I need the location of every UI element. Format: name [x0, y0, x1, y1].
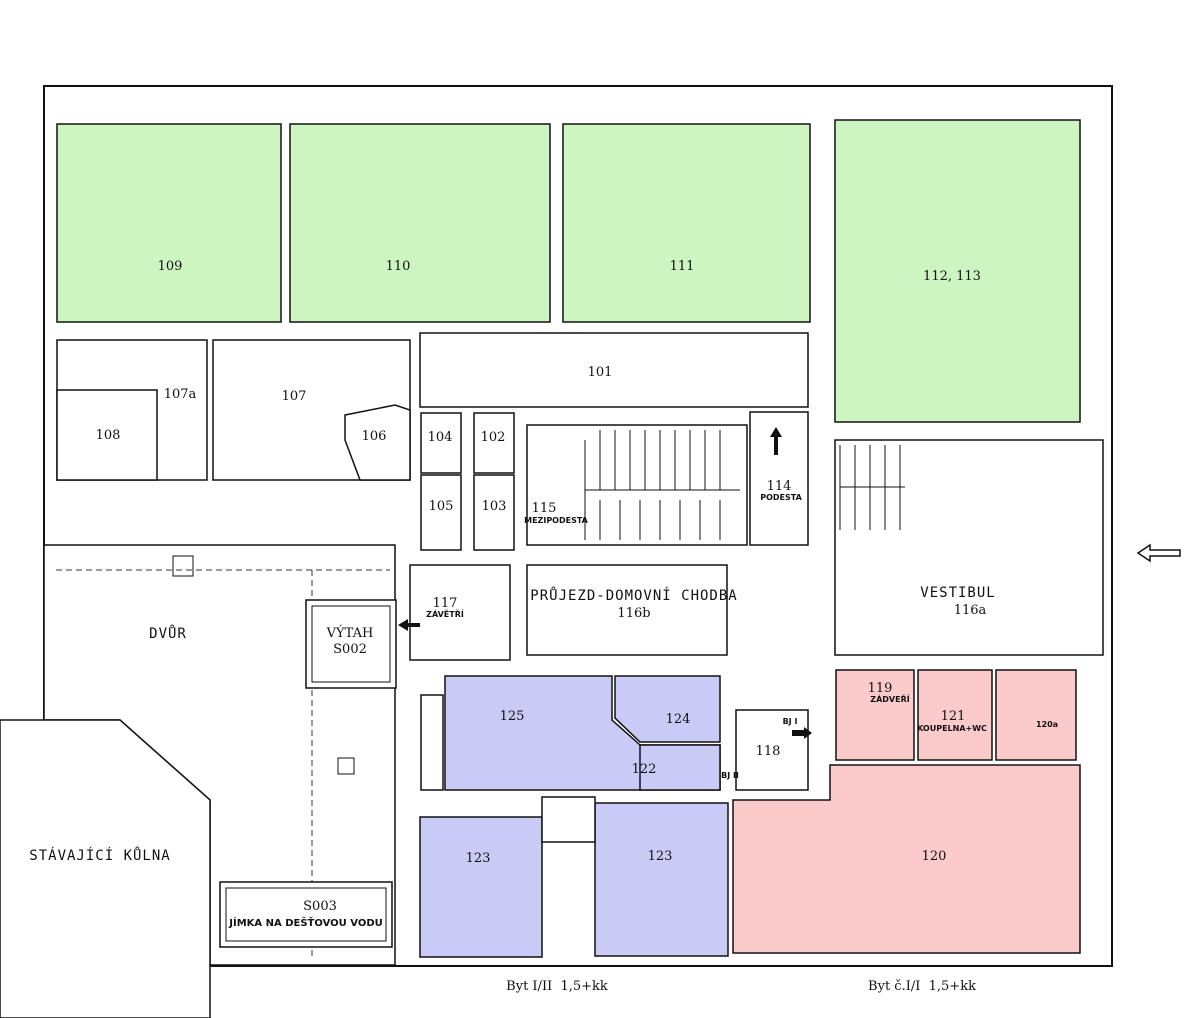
label-vestibul: VESTIBUL	[920, 585, 995, 601]
room-110[interactable]	[289, 123, 551, 323]
label-101: 101	[588, 365, 613, 380]
cistern-marker	[172, 555, 194, 577]
shaft-marker	[337, 757, 355, 775]
kitchen-unit-left	[420, 694, 444, 791]
elevator-shaft[interactable]	[305, 599, 397, 689]
footer-byt-right: Byt č.I/I 1,5+kk	[868, 979, 976, 994]
label-119: 119	[868, 681, 893, 696]
room-112-113[interactable]	[834, 119, 1081, 423]
label-122: 122	[632, 762, 657, 777]
vestibule-stairs	[839, 445, 905, 530]
label-kulna: STÁVAJÍCÍ KŮLNA	[29, 846, 170, 864]
room-122[interactable]	[639, 744, 721, 791]
label-106: 106	[362, 429, 387, 444]
arrow-right-icon-bj1	[792, 727, 812, 739]
label-bj2: BJ II	[721, 771, 739, 780]
cistern-s003[interactable]	[219, 881, 393, 948]
label-121: 121	[941, 709, 966, 724]
label-110: 110	[386, 259, 411, 274]
label-107a: 107a	[164, 387, 197, 402]
label-114-sub: PODESTA	[760, 493, 802, 502]
label-119-sub: ZÁDVEŘÍ	[870, 693, 909, 704]
label-125: 125	[500, 709, 525, 724]
arrow-up-icon	[770, 427, 782, 455]
label-103: 103	[482, 499, 507, 514]
label-114: 114	[767, 479, 792, 494]
room-108[interactable]	[56, 389, 158, 481]
label-120: 120	[922, 849, 947, 864]
room-123-right[interactable]	[594, 802, 729, 957]
label-120a: 120a	[1036, 720, 1058, 729]
label-124: 124	[666, 712, 691, 727]
label-109: 109	[158, 259, 183, 274]
label-bj1: BJ I	[783, 717, 798, 726]
label-102: 102	[481, 430, 506, 445]
room-120[interactable]	[732, 764, 1081, 954]
label-104: 104	[428, 430, 453, 445]
room-105[interactable]	[420, 474, 462, 551]
entrance-arrow-icon	[1136, 543, 1181, 563]
shed-area	[0, 719, 211, 1018]
label-s002: S002	[333, 642, 367, 657]
main-stairs	[584, 430, 740, 540]
label-108: 108	[96, 428, 121, 443]
label-123-left: 123	[466, 851, 491, 866]
label-vytah: VÝTAH	[326, 625, 374, 641]
room-115[interactable]	[526, 424, 748, 546]
room-117[interactable]	[409, 564, 511, 661]
column-block	[541, 796, 596, 843]
label-117: 117	[433, 596, 458, 611]
room-119[interactable]	[835, 669, 915, 761]
room-116a[interactable]	[834, 439, 1104, 656]
label-117-sub: ZÁVĚTŘÍ	[426, 608, 464, 619]
label-105: 105	[429, 499, 454, 514]
label-s003: S003	[303, 899, 337, 914]
arrow-left-icon	[398, 619, 420, 631]
label-112-113: 112, 113	[923, 269, 981, 284]
room-124[interactable]	[614, 675, 721, 743]
label-111: 111	[670, 259, 695, 274]
room-120a[interactable]	[995, 669, 1077, 761]
label-115: 115	[532, 501, 557, 516]
label-118: 118	[756, 744, 781, 759]
room-109[interactable]	[56, 123, 282, 323]
label-115-sub: MEZIPODESTA	[524, 516, 589, 525]
room-102[interactable]	[473, 412, 515, 474]
label-dvur: DVŮR	[149, 624, 187, 642]
room-103[interactable]	[473, 474, 515, 551]
label-123-right: 123	[648, 849, 673, 864]
label-107: 107	[282, 389, 307, 404]
room-101[interactable]	[419, 332, 809, 408]
room-118[interactable]	[735, 709, 809, 791]
room-123-left[interactable]	[419, 816, 543, 958]
label-116a: 116a	[954, 603, 987, 618]
room-121[interactable]	[917, 669, 993, 761]
room-106[interactable]	[344, 404, 411, 481]
room-104[interactable]	[420, 412, 462, 474]
room-116b[interactable]	[526, 564, 728, 656]
label-121-sub: KOUPELNA+WC	[917, 724, 987, 733]
label-jimka: JÍMKA NA DEŠŤOVOU VODU	[228, 916, 383, 929]
footer-byt-left: Byt I/II 1,5+kk	[506, 979, 608, 994]
room-111[interactable]	[562, 123, 811, 323]
label-116b: 116b	[617, 606, 650, 621]
label-116b-title: PRŮJEZD-DOMOVNÍ CHODBA	[530, 586, 737, 604]
